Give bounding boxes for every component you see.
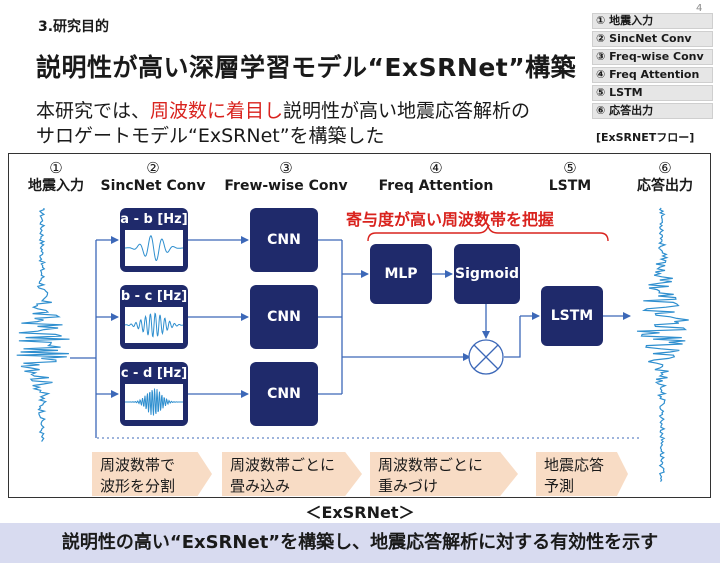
sinc-filter-2-plot [124, 307, 184, 343]
section-heading: 3.研究目的 [38, 19, 110, 35]
column-6-number: ⑥ [658, 159, 672, 177]
flow-caption: [ExSRNETフロー] [596, 131, 695, 144]
lead-text-post: 説明性が高い地震応答解析の [283, 100, 531, 122]
sinc-filter-1: a - b [Hz] [120, 208, 188, 272]
attention-bracket [367, 223, 609, 242]
sinc-filter-3: c - d [Hz] [120, 362, 188, 426]
input-waveform [16, 207, 70, 442]
cnn-node-2: CNN [250, 285, 318, 349]
caption-conv-line1: 周波数帯ごとに [230, 456, 336, 474]
multiply-out [504, 316, 521, 358]
flow-item-4: ④ Freq Attention [592, 67, 713, 83]
caption-conv-line2: 畳み込み [230, 477, 291, 495]
mlp-node: MLP [370, 244, 432, 304]
sinc-filter-1-plot [125, 230, 183, 266]
caption-weight-line2: 重みづけ [378, 477, 439, 495]
column-2-label: SincNet Conv [100, 178, 206, 194]
diagram-frame [8, 153, 711, 498]
caption-weight-line1: 周波数帯ごとに [378, 456, 484, 474]
caption-predict: 地震応答予測 [536, 452, 628, 496]
lead-line-2: サロゲートモデル“ExSRNet”を構築した [36, 125, 385, 147]
sinc-filter-2: b - c [Hz] [120, 285, 188, 349]
lead-line-1: 本研究では、周波数に着目し説明性が高い地震応答解析の [36, 96, 530, 123]
sinc-filter-2-label: b - c [Hz] [120, 289, 188, 304]
multiply-icon [468, 339, 504, 375]
slide-title: 説明性が高い深層学習モデル“ExSRNet”構築 [36, 53, 577, 82]
flow-item-3: ③ Freq-wise Conv [592, 49, 713, 65]
lead-highlight: 周波数に着目し [150, 100, 284, 122]
cnn-node-1: CNN [250, 208, 318, 272]
caption-predict-line2: 予測 [544, 477, 575, 495]
page-number: 4 [696, 3, 703, 14]
conclusion-banner: 説明性の高い“ExSRNet”を構築し、地震応答解析に対する有効性を示す [0, 523, 720, 563]
contribution-note: 寄与度が高い周波数帯を把握 [346, 210, 555, 229]
caption-split-line2: 波形を分割 [100, 477, 176, 495]
sinc-filter-3-label: c - d [Hz] [120, 366, 188, 381]
sigmoid-node: Sigmoid [454, 244, 520, 304]
column-4-label: Freq Attention [378, 178, 494, 194]
column-4-number: ④ [429, 159, 443, 177]
caption-split-line1: 周波数帯で [100, 456, 176, 474]
flow-item-1: ① 地震入力 [592, 13, 713, 29]
column-1-label: 地震入力 [28, 178, 84, 194]
column-5-label: LSTM [548, 178, 592, 194]
column-5-number: ⑤ [563, 159, 577, 177]
flow-item-6: ⑥ 応答出力 [592, 103, 713, 119]
model-name-label: ＜ExSRNet＞ [305, 503, 415, 522]
caption-predict-line1: 地震応答 [544, 456, 605, 474]
lstm-node: LSTM [541, 286, 603, 346]
caption-weight: 周波数帯ごとに重みづけ [370, 452, 518, 496]
caption-conv: 周波数帯ごとに畳み込み [222, 452, 362, 496]
flow-list: ① 地震入力 ② SincNet Conv ③ Freq-wise Conv ④… [592, 13, 713, 121]
output-waveform [636, 207, 689, 482]
flow-item-2: ② SincNet Conv [592, 31, 713, 47]
column-3-label: Frew-wise Conv [224, 178, 348, 194]
sinc-filter-3-plot [125, 384, 183, 420]
sinc-filter-1-label: a - b [Hz] [120, 212, 188, 227]
column-2-number: ② [146, 159, 160, 177]
column-3-number: ③ [279, 159, 293, 177]
cnn-node-3: CNN [250, 362, 318, 426]
flow-item-5: ⑤ LSTM [592, 85, 713, 101]
column-1-number: ① [49, 159, 63, 177]
residual-dotted-line [95, 394, 640, 439]
column-6-label: 応答出力 [637, 178, 693, 194]
caption-split: 周波数帯で波形を分割 [92, 452, 212, 496]
lead-text-pre: 本研究では、 [36, 100, 151, 122]
